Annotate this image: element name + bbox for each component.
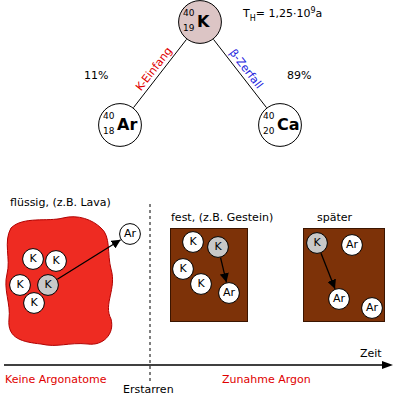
- atomic-number: 19: [183, 24, 194, 33]
- branch-percentage: 11%: [84, 70, 108, 81]
- phase-note: Zunahme Argon: [222, 374, 311, 385]
- decay-arrow: [221, 258, 227, 283]
- decay-mode-label: K-Einfang: [134, 45, 174, 92]
- decay-arrow: [57, 240, 120, 279]
- decaying-atom-circle: K: [306, 232, 328, 254]
- half-life-symbol: T: [243, 8, 250, 19]
- element-symbol: K: [37, 279, 59, 290]
- axis-label: Zeit: [360, 348, 382, 359]
- circle-outline: [23, 249, 44, 270]
- panel-heading: fest, (z.B. Gestein): [171, 212, 273, 223]
- circle-outline: [10, 275, 31, 296]
- daughter-nuclide-circle: 40 18Ar: [98, 103, 142, 147]
- element-symbol: K: [306, 237, 328, 248]
- element-symbol: K: [197, 14, 209, 30]
- circle-outline: [183, 232, 204, 253]
- mass-number: 40: [103, 112, 114, 121]
- circle-outline: [46, 251, 67, 272]
- element-symbol: K: [190, 278, 212, 289]
- circle-outline: [38, 275, 59, 296]
- circle-outline: [208, 237, 229, 258]
- mass-number: 40: [263, 112, 274, 121]
- decaying-atom-circle: K: [207, 236, 229, 258]
- decay-branch-line: [133, 39, 186, 107]
- circle-outline: [342, 235, 363, 256]
- solidification-line: [150, 204, 151, 382]
- atom-circle: K: [182, 231, 204, 253]
- half-life-row: TH= 1,25·109a: [243, 8, 322, 19]
- branch-percentage: 89%: [287, 70, 311, 81]
- half-life-value: = 1,25·10: [256, 8, 311, 19]
- event-label: Erstarren: [123, 384, 174, 395]
- parent-nuclide-circle: 40 19K: [178, 0, 222, 44]
- atom-circle: K: [9, 274, 31, 296]
- decaying-atom-circle: K: [37, 274, 59, 296]
- element-symbol: Ar: [218, 287, 240, 298]
- element-symbol: Ar: [328, 293, 350, 304]
- circle-outline: [120, 224, 141, 245]
- atom-circle: Ar: [119, 223, 141, 245]
- element-symbol: K: [9, 279, 31, 290]
- circle-outline: [219, 283, 240, 304]
- half-life-exponent: 9: [310, 7, 315, 15]
- time-axis-head: [382, 361, 393, 369]
- element-symbol: K: [172, 263, 194, 274]
- mass-number: 40: [183, 9, 194, 18]
- circle-outline: [307, 233, 328, 254]
- atom-circle: K: [23, 292, 45, 314]
- decay-arrow: [321, 253, 335, 289]
- rock-square: späterKArArAr: [303, 228, 385, 322]
- element-symbol: Ca: [277, 117, 300, 133]
- half-life-unit: a: [316, 8, 323, 19]
- circle-outline: [179, 1, 222, 44]
- circle-outline: [173, 259, 194, 280]
- element-symbol: Ar: [361, 302, 383, 313]
- atomic-number: 18: [103, 127, 114, 136]
- lava-outline: [6, 217, 113, 346]
- decay-mode-label: β-Zerfall: [227, 47, 264, 91]
- daughter-nuclide-circle: 40 20Ca: [258, 103, 302, 147]
- circle-outline: [329, 289, 350, 310]
- panel-heading: flüssig, (z.B. Lava): [10, 197, 111, 208]
- element-symbol: Ar: [117, 117, 137, 133]
- lava-blob: flüssig, (z.B. Lava)KKKKK: [3, 214, 118, 348]
- half-life-subscript: H: [250, 15, 256, 23]
- element-symbol: Ar: [119, 228, 141, 239]
- atom-circle: K: [190, 273, 212, 295]
- element-symbol: K: [45, 255, 67, 266]
- circle-outline: [99, 104, 142, 147]
- element-symbol: K: [182, 236, 204, 247]
- atom-circle: Ar: [328, 288, 350, 310]
- atom-circle: K: [45, 250, 67, 272]
- circle-outline: [191, 274, 212, 295]
- circle-outline: [259, 104, 302, 147]
- circle-outline: [24, 293, 45, 314]
- element-symbol: K: [23, 297, 45, 308]
- rock-square: fest, (z.B. Gestein)KKKKAr: [170, 228, 248, 322]
- atom-circle: K: [22, 248, 44, 270]
- panel-heading: später: [317, 212, 352, 223]
- atomic-number: 20: [263, 127, 274, 136]
- time-axis: [4, 364, 386, 365]
- element-symbol: K: [22, 253, 44, 264]
- atom-circle: K: [172, 258, 194, 280]
- decay-branch-line: [213, 39, 266, 107]
- circle-outline: [362, 298, 383, 319]
- atom-circle: Ar: [341, 234, 363, 256]
- element-symbol: Ar: [341, 239, 363, 250]
- atom-circle: Ar: [361, 297, 383, 319]
- phase-note: Keine Argonatome: [5, 374, 107, 385]
- element-symbol: K: [207, 241, 229, 252]
- atom-circle: Ar: [218, 282, 240, 304]
